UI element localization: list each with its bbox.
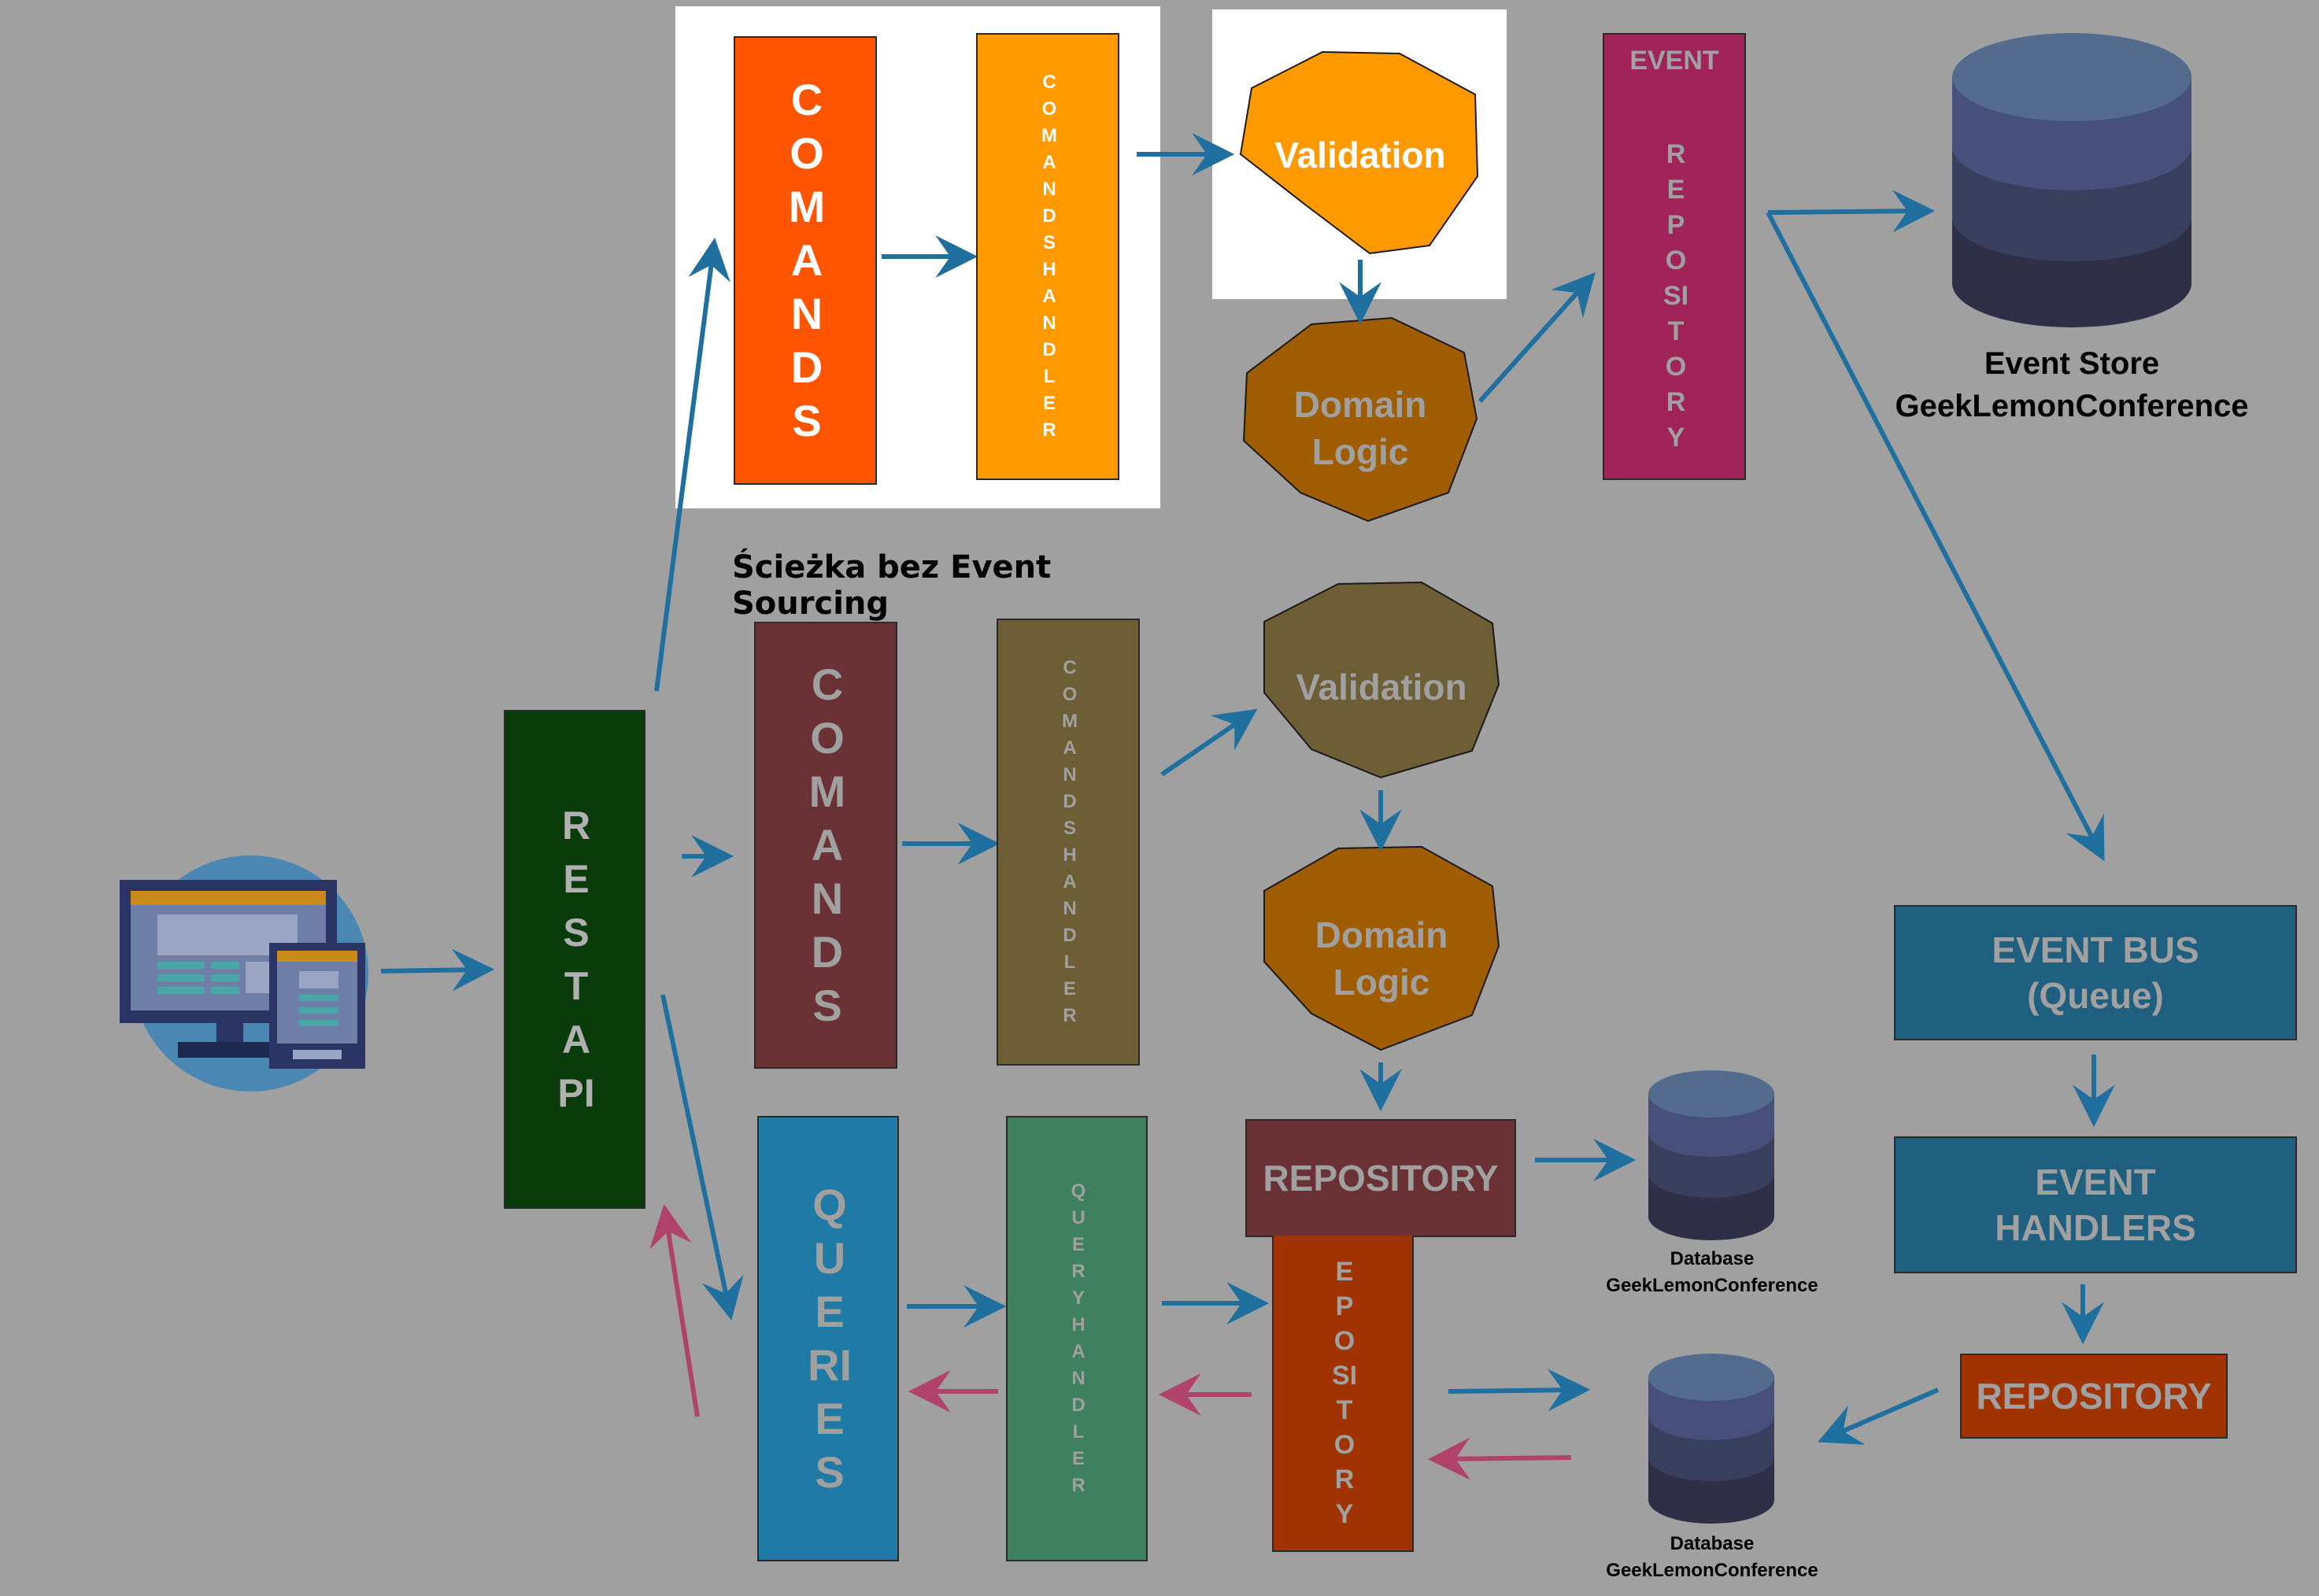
commands-handler-middle-box: COMANDS HANDLER bbox=[997, 619, 1140, 1066]
rest-api-label: REST API bbox=[557, 804, 598, 1115]
repository-event-box: REPOSITORY bbox=[1960, 1354, 2228, 1439]
database-bottom-name: GeekLemonConference bbox=[1606, 1560, 1818, 1581]
domain-logic-top-shape bbox=[1242, 316, 1478, 523]
event-bus-box: EVENT BUS (Queue) bbox=[1894, 905, 2297, 1040]
commands-middle-box: COMANDS bbox=[754, 622, 897, 1069]
event-store-database-icon bbox=[1952, 33, 2191, 327]
event-repository-label: REPOSITORY bbox=[1663, 139, 1689, 453]
commands-top-box: COMANDS bbox=[734, 36, 877, 485]
flow-arrows-blue bbox=[380, 133, 2115, 1445]
domain-logic-top-label: Domain Logic bbox=[1293, 384, 1427, 472]
query-handler-box: QUERY HANDLER bbox=[1006, 1116, 1148, 1561]
repository-event-label: REPOSITORY bbox=[1976, 1376, 2212, 1417]
repository-query-box: EPOSITORY bbox=[1272, 1236, 1414, 1552]
database-bottom-label: Database bbox=[1670, 1533, 1755, 1554]
path-caption: Ścieżka bez Event Sourcing bbox=[732, 549, 1052, 622]
query-handler-label: QUERY HANDLER bbox=[1071, 1180, 1090, 1496]
repository-query-label: EPOSITORY bbox=[1331, 1257, 1358, 1529]
database-middle-label: Database bbox=[1670, 1248, 1755, 1269]
domain-logic-middle-shape bbox=[1263, 845, 1500, 1051]
commands-handler-middle-label: COMANDS HANDLER bbox=[1062, 657, 1082, 1026]
rest-api-box: REST API bbox=[504, 710, 645, 1209]
database-icon-middle bbox=[1648, 1070, 1774, 1240]
event-handlers-label: EVENT HANDLERS bbox=[1995, 1162, 2196, 1248]
database-middle-name: GeekLemonConference bbox=[1606, 1275, 1818, 1296]
validation-top-shape bbox=[1239, 50, 1479, 255]
flow-arrows-pink bbox=[649, 1203, 1572, 1480]
database-icon-bottom bbox=[1648, 1354, 1774, 1524]
event-store-title: Event Store bbox=[1984, 346, 2160, 381]
validation-top-label: Validation bbox=[1274, 135, 1446, 175]
event-bus-label: EVENT BUS (Queue) bbox=[1992, 929, 2199, 1016]
commands-middle-label: COMANDS bbox=[808, 659, 846, 1030]
domain-logic-middle-label: Domain Logic bbox=[1315, 914, 1448, 1003]
devices-icon bbox=[120, 855, 368, 1092]
event-handlers-box: EVENT HANDLERS bbox=[1894, 1136, 2297, 1273]
commands-handler-top-label: COMANDS HANDLER bbox=[1041, 72, 1061, 441]
event-store-name: GeekLemonConference bbox=[1895, 389, 2249, 423]
repository-middle-label: REPOSITORY bbox=[1263, 1158, 1499, 1199]
event-repository-event-label: EVENT bbox=[1629, 46, 1719, 76]
queries-box: QUERIES bbox=[757, 1116, 899, 1561]
commands-handler-top-box: COMANDS HANDLER bbox=[976, 33, 1119, 480]
queries-label: QUERIES bbox=[808, 1180, 852, 1497]
validation-middle-shape bbox=[1263, 581, 1500, 779]
event-repository-box: EVENT REPOSITORY bbox=[1603, 33, 1746, 480]
validation-middle-label: Validation bbox=[1296, 667, 1467, 707]
commands-top-label: COMANDS bbox=[788, 75, 826, 445]
repository-middle-box: REPOSITORY bbox=[1245, 1119, 1516, 1237]
